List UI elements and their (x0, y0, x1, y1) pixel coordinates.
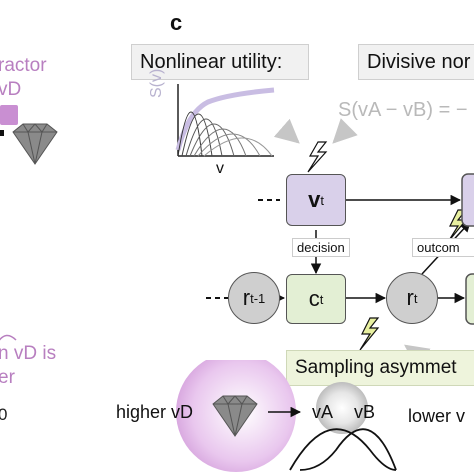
utility-curve (175, 87, 275, 151)
vb-label: vB (354, 402, 376, 422)
left-fragment-line4: er (0, 367, 15, 388)
left-fragment-line3: n vD is (0, 343, 57, 364)
grey-glow-circle (316, 382, 368, 434)
dist-curve-3 (185, 118, 223, 157)
purple-bar (0, 105, 18, 125)
dist-curve-1 (177, 111, 203, 157)
dist-curve-vB (299, 428, 397, 471)
divisive-formula: S(vA − vB) = − (338, 99, 468, 121)
node-c-sub: t (319, 291, 324, 307)
left-fragment-line1: ractor (0, 55, 47, 76)
left-fragment-line5: 0 (0, 405, 8, 424)
lower-v-label: lower v (408, 406, 466, 426)
node-r-main: r (406, 285, 414, 310)
node-c-main: c (308, 286, 320, 311)
dist-curve-6 (197, 133, 261, 157)
arc-fragment (0, 334, 17, 341)
sampling-asymmetry-title: Sampling asymmet (286, 350, 474, 386)
lightning-icon-utility (307, 141, 328, 173)
next-c-node-fragment (465, 273, 474, 325)
utility-plot (175, 84, 275, 157)
arrow-tip-fragment (0, 130, 4, 136)
next-v-node-fragment (461, 173, 474, 227)
node-rprev-sub: t-1 (250, 290, 266, 306)
dist-curve-7 (203, 137, 273, 157)
grey-arrow-utility (273, 118, 300, 144)
node-v-sub: t (320, 192, 324, 208)
left-fragment-line2: vD (0, 79, 22, 100)
diamond-icon (12, 123, 58, 165)
node-rprev-main: r (242, 285, 251, 310)
dist-curve-5 (193, 128, 247, 157)
diamond-icon-bottom (212, 395, 258, 437)
decision-label: decision (292, 238, 350, 257)
outcome-label: outcom (412, 238, 474, 257)
lightning-icon-sampling (359, 317, 380, 351)
dist-curve-vA (289, 428, 397, 471)
nonlinear-utility-title: Nonlinear utility: (131, 44, 309, 80)
va-label: vA (312, 402, 334, 422)
plot-xlabel: v (216, 160, 224, 177)
node-r-sub: t (413, 290, 418, 306)
dist-curve-4 (189, 123, 235, 157)
higher-vd-label: higher vD (116, 402, 194, 422)
node-v-main: v (308, 187, 321, 212)
divisive-title: Divisive nor (358, 44, 474, 80)
panel-label: c (170, 10, 183, 35)
dist-curve-2 (181, 113, 213, 157)
grey-arrow-divisive (332, 118, 358, 144)
